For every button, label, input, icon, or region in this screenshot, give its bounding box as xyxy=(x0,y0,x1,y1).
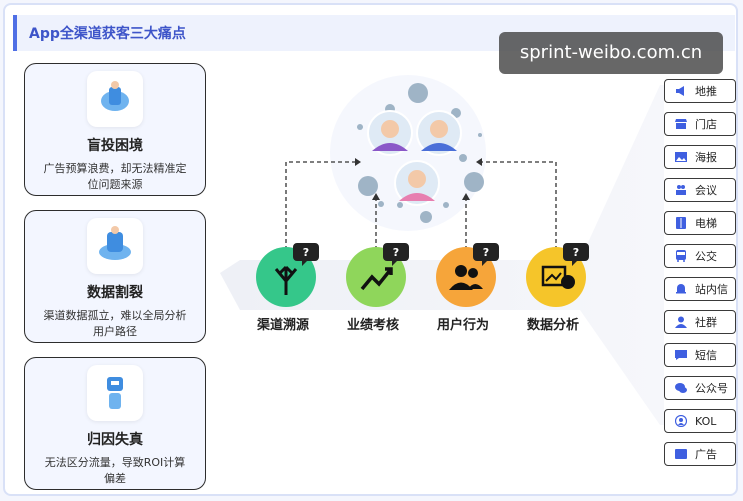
people-icon xyxy=(676,185,686,195)
pain-card-blind-spending: 盲投困境 广告预算浪费，却无法精准定位问题来源 xyxy=(24,63,206,196)
channel-meeting: 会议 xyxy=(664,178,736,202)
connector-arrows xyxy=(355,158,482,200)
svg-text:?: ? xyxy=(303,246,309,259)
pain-card-data-silos: 数据割裂 渠道数据孤立，难以全局分析用户路径 xyxy=(24,210,206,343)
step-label-data-analysis: 数据分析 xyxy=(526,318,579,333)
channel-bus: 公交 xyxy=(664,244,736,268)
watermark: sprint-weibo.com.cn xyxy=(499,32,723,74)
pain-title: 数据割裂 xyxy=(87,285,143,301)
step-circles: ? ? ? ? xyxy=(256,243,589,307)
data-figure-icon xyxy=(87,218,143,274)
svg-text:?: ? xyxy=(483,246,489,259)
store-icon xyxy=(675,119,687,129)
pain-desc: 广告预算浪费，却无法精准定位问题来源 xyxy=(43,162,187,191)
pain-title: 盲投困境 xyxy=(87,138,143,154)
ad-icon xyxy=(675,449,687,459)
channel-poster: 海报 xyxy=(664,145,736,169)
channel-community: 社群 xyxy=(664,310,736,334)
step-label-channel-tracing: 渠道溯源 xyxy=(256,318,309,333)
kol-icon xyxy=(675,415,687,427)
step-label-performance: 业绩考核 xyxy=(346,318,399,333)
step-channel-tracing xyxy=(256,247,316,307)
pain-desc: 无法区分流量，导致ROI计算偏差 xyxy=(44,456,186,485)
wechat-icon xyxy=(675,383,687,393)
channel-store: 门店 xyxy=(664,112,736,136)
target-figure-icon xyxy=(87,71,143,127)
bus-icon xyxy=(676,250,686,262)
question-badges: ? ? ? ? xyxy=(293,243,589,266)
svg-text:?: ? xyxy=(393,246,399,259)
channel-ads: 广告 xyxy=(664,442,736,466)
channel-kol: KOL xyxy=(664,409,736,433)
pain-title: 归因失真 xyxy=(87,432,143,448)
page-title: App全渠道获客三大痛点 xyxy=(29,26,186,42)
avatar-group xyxy=(367,110,462,206)
pain-desc: 渠道数据孤立，难以全局分析用户路径 xyxy=(43,309,187,338)
channel-elevator: 电梯 xyxy=(664,211,736,235)
message-icon xyxy=(675,350,687,360)
user-icon xyxy=(675,316,687,328)
channel-sms: 短信 xyxy=(664,343,736,367)
step-performance xyxy=(346,247,406,307)
channel-ground-promotion: 地推 xyxy=(664,79,736,103)
infographic-frame: App全渠道获客三大痛点 xyxy=(3,3,738,496)
pain-card-attribution: 归因失真 无法区分流量，导致ROI计算偏差 xyxy=(24,357,206,490)
users-icon xyxy=(455,265,467,277)
channel-official-account: 公众号 xyxy=(664,376,736,400)
connector-lines xyxy=(285,161,557,250)
elevator-icon xyxy=(676,217,686,229)
channel-inbox: 站内信 xyxy=(664,277,736,301)
step-label-user-behavior: 用户行为 xyxy=(436,318,489,333)
svg-text:?: ? xyxy=(573,246,579,259)
megaphone-icon xyxy=(676,86,684,96)
split-arrow-icon xyxy=(274,265,298,295)
robot-figure-icon xyxy=(87,365,143,421)
image-icon xyxy=(675,152,687,162)
trend-up-icon xyxy=(360,267,393,291)
step-user-behavior xyxy=(436,247,496,307)
funnel-graphic xyxy=(220,75,664,425)
step-data-analysis xyxy=(526,247,586,307)
bell-icon xyxy=(676,284,686,294)
